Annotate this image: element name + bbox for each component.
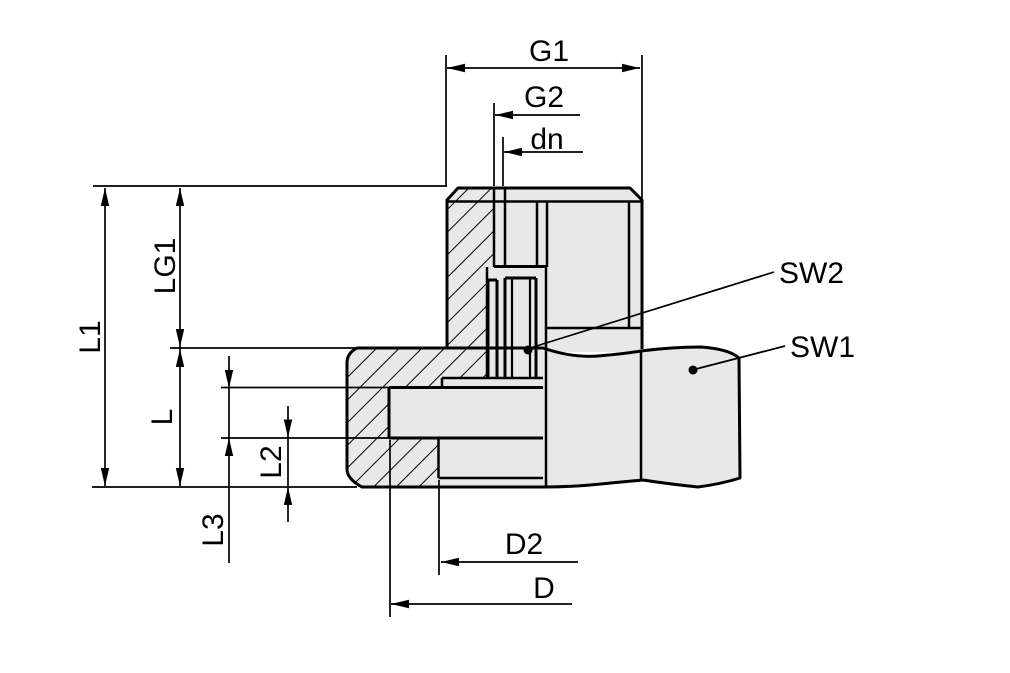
dim-l1: L1 bbox=[74, 188, 110, 486]
sw1-leader-dot bbox=[688, 365, 698, 375]
inner-insert-sw2 bbox=[486, 276, 538, 378]
dim-label-g1: G1 bbox=[529, 35, 569, 68]
dim-d: D bbox=[391, 572, 572, 609]
dim-label-l1: L1 bbox=[74, 320, 107, 353]
callout-sw2: SW2 bbox=[523, 257, 844, 355]
upper-body-outline bbox=[445, 186, 644, 349]
arrowhead-dn bbox=[504, 147, 522, 157]
port-thread-top-root bbox=[440, 376, 543, 387]
arrowhead-d bbox=[391, 599, 409, 609]
dim-l: L bbox=[146, 349, 185, 486]
callout-sw1: SW1 bbox=[688, 331, 855, 375]
dim-label-d: D bbox=[533, 572, 555, 605]
dim-d2: D2 bbox=[441, 528, 578, 567]
callout-label-sw1: SW1 bbox=[790, 331, 855, 364]
section-hatch bbox=[347, 188, 494, 487]
dim-dn: dn bbox=[504, 123, 583, 157]
insert-thread-strip bbox=[486, 278, 499, 378]
arrowhead-l1-top bbox=[100, 188, 110, 206]
sw2-leader-line bbox=[529, 271, 775, 349]
dim-label-dn: dn bbox=[530, 123, 563, 156]
arrowhead-d2 bbox=[441, 557, 459, 567]
dim-l3: L3 bbox=[197, 356, 234, 563]
arrowhead-l2-top bbox=[283, 419, 293, 438]
sw2-leader-dot bbox=[523, 345, 533, 355]
dim-label-l3: L3 bbox=[197, 513, 230, 546]
dim-g2: G2 bbox=[495, 81, 580, 120]
dim-lg1: LG1 bbox=[149, 188, 185, 486]
arrowhead-l1-bottom bbox=[100, 468, 110, 486]
dim-label-l: L bbox=[146, 409, 179, 426]
arrowhead-l3-bottom bbox=[224, 438, 234, 456]
arrowhead-l-bottom bbox=[175, 468, 185, 486]
arrowhead-g1-right bbox=[622, 63, 640, 73]
callout-label-sw2: SW2 bbox=[779, 257, 844, 290]
dim-label-g2: G2 bbox=[524, 81, 564, 114]
dim-label-d2: D2 bbox=[505, 528, 543, 561]
dim-label-lg1: LG1 bbox=[149, 238, 182, 295]
arrowhead-g2 bbox=[495, 110, 513, 120]
arrowhead-lg1-bottom bbox=[175, 329, 185, 347]
sw1-leader-line bbox=[695, 345, 786, 370]
arrowhead-lg1-top bbox=[175, 188, 185, 206]
dim-label-l2: L2 bbox=[255, 445, 288, 478]
insert-body-outline bbox=[503, 276, 538, 378]
dim-l2: L2 bbox=[255, 406, 293, 522]
arrowhead-l-top bbox=[175, 349, 185, 367]
hex-body-outline bbox=[345, 345, 742, 489]
dim-g1: G1 bbox=[447, 35, 640, 73]
arrowhead-l2-bottom bbox=[283, 487, 293, 505]
extension-lines bbox=[92, 55, 643, 617]
arrowhead-l3-top bbox=[224, 370, 234, 388]
arrowhead-g1-left bbox=[447, 63, 465, 73]
